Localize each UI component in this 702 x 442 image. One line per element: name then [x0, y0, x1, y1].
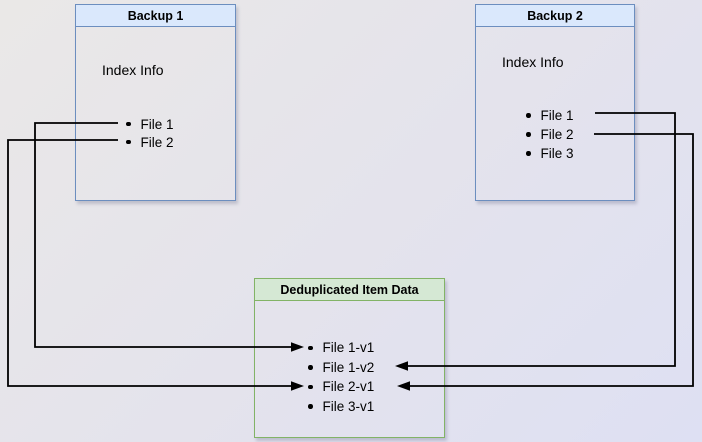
- backup1-title: Backup 1: [76, 5, 235, 27]
- backup1-file-1: File 1: [126, 115, 174, 133]
- dedup-item-file1-v1-label: File 1-v1: [322, 340, 375, 356]
- backup1-file-1-label: File 1: [140, 116, 174, 132]
- dedup-item-file3-v1: File 3-v1: [308, 397, 374, 417]
- bullet-icon: [308, 345, 313, 350]
- backup1-node[interactable]: Backup 1 Index Info File 1 File 2: [75, 4, 236, 201]
- backup2-file-2: File 2: [526, 125, 574, 144]
- bullet-icon: [126, 121, 131, 127]
- bullet-icon: [526, 132, 531, 137]
- dedup-title: Deduplicated Item Data: [255, 279, 444, 301]
- dedup-item-file2-v1: File 2-v1: [308, 377, 374, 397]
- backup1-file-2: File 2: [126, 133, 174, 151]
- bullet-icon: [526, 113, 531, 118]
- backup1-file-list: File 1 File 2: [126, 115, 174, 151]
- backup2-file-list: File 1 File 2 File 3: [526, 106, 574, 163]
- bullet-icon: [308, 404, 313, 409]
- dedup-item-file1-v2: File 1-v2: [308, 358, 374, 378]
- backup1-index-info-label: Index Info: [102, 62, 164, 78]
- dedup-item-file3-v1-label: File 3-v1: [322, 398, 375, 414]
- bullet-icon: [308, 384, 313, 389]
- dedup-item-list: File 1-v1 File 1-v2 File 2-v1 File 3-v1: [308, 338, 374, 416]
- backup2-file-3-label: File 3: [540, 146, 574, 161]
- bullet-icon: [308, 365, 313, 370]
- deduplicated-item-data-node[interactable]: Deduplicated Item Data File 1-v1 File 1-…: [254, 278, 445, 438]
- backup2-index-info-label: Index Info: [502, 54, 564, 70]
- bullet-icon: [126, 139, 131, 145]
- bullet-icon: [526, 151, 531, 156]
- backup2-file-3: File 3: [526, 144, 574, 163]
- backup2-file-1-label: File 1: [540, 108, 574, 123]
- backup1-file-2-label: File 2: [140, 134, 174, 150]
- backup2-file-2-label: File 2: [540, 127, 574, 142]
- dedup-item-file1-v2-label: File 1-v2: [322, 359, 375, 375]
- backup2-file-1: File 1: [526, 106, 574, 125]
- dedup-item-file1-v1: File 1-v1: [308, 338, 374, 358]
- dedup-item-file2-v1-label: File 2-v1: [322, 379, 375, 395]
- backup2-node[interactable]: Backup 2 Index Info File 1 File 2 File 3: [475, 4, 635, 201]
- backup2-title: Backup 2: [476, 5, 634, 27]
